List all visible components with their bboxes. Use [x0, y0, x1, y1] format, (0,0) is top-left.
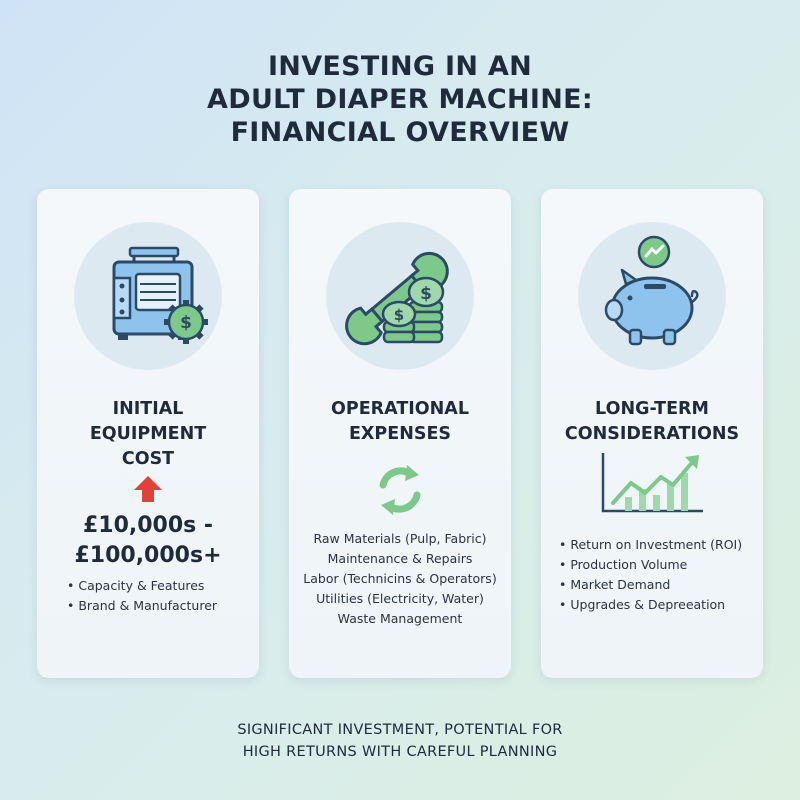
growth-chart-icon — [601, 453, 703, 513]
svg-text:$: $ — [180, 313, 192, 333]
list-item: Market Demand — [559, 575, 742, 595]
page-title: INVESTING IN AN ADULT DIAPER MACHINE: FI… — [0, 50, 800, 149]
card-long-term-considerations: LONG-TERM CONSIDERATIONS Return on Inves… — [541, 189, 763, 678]
list-item: Labor (Technicins & Operators) — [303, 571, 497, 586]
svg-text:$: $ — [394, 306, 404, 324]
card-initial-equipment-cost: $ INITIAL EQUIPMENT COST £10,000s - £100… — [37, 189, 259, 678]
icon-circle — [578, 222, 726, 370]
bullet-list: Return on Investment (ROI) Production Vo… — [559, 535, 742, 615]
card-operational-expenses: $ $ OPERATIONAL EXPENSES Raw Materials (… — [289, 189, 511, 678]
arrow-up-icon — [134, 476, 162, 502]
list-item: Upgrades & Depreeation — [559, 595, 742, 615]
icon-circle: $ $ — [326, 222, 474, 370]
bullet-list: Capacity & Features Brand & Manufacturer — [67, 576, 217, 616]
list-item: Utilities (Electricity, Water) — [316, 591, 484, 606]
wrench-coins-icon: $ $ — [345, 251, 449, 346]
title-line-3: FINANCIAL OVERVIEW — [230, 117, 570, 148]
list-item: Capacity & Features — [67, 576, 217, 596]
machine-gear-icon: $ — [112, 246, 208, 344]
list-item: Waste Management — [337, 611, 463, 626]
piggy-bank-icon — [604, 235, 699, 346]
list-item: Maintenance & Repairs — [327, 551, 473, 566]
list-item: Brand & Manufacturer — [67, 596, 217, 616]
list-item: Production Volume — [559, 555, 742, 575]
card-title: OPERATIONAL EXPENSES — [331, 399, 469, 444]
icon-circle: $ — [74, 222, 222, 370]
expense-list: Raw Materials (Pulp, Fabric) Maintenance… — [289, 529, 511, 629]
card-title: INITIAL EQUIPMENT COST — [89, 399, 207, 469]
footer-summary: SIGNIFICANT INVESTMENT, POTENTIAL FOR HI… — [237, 722, 563, 760]
list-item: Return on Investment (ROI) — [559, 535, 742, 555]
price-range: £10,000s - £100,000s+ — [74, 513, 222, 568]
recycle-icon — [379, 465, 421, 515]
card-title: LONG-TERM CONSIDERATIONS — [564, 399, 740, 444]
svg-text:$: $ — [420, 284, 432, 304]
title-line-2: ADULT DIAPER MACHINE: — [207, 84, 593, 115]
title-line-1: INVESTING IN AN — [267, 51, 533, 82]
list-item: Raw Materials (Pulp, Fabric) — [313, 531, 487, 546]
